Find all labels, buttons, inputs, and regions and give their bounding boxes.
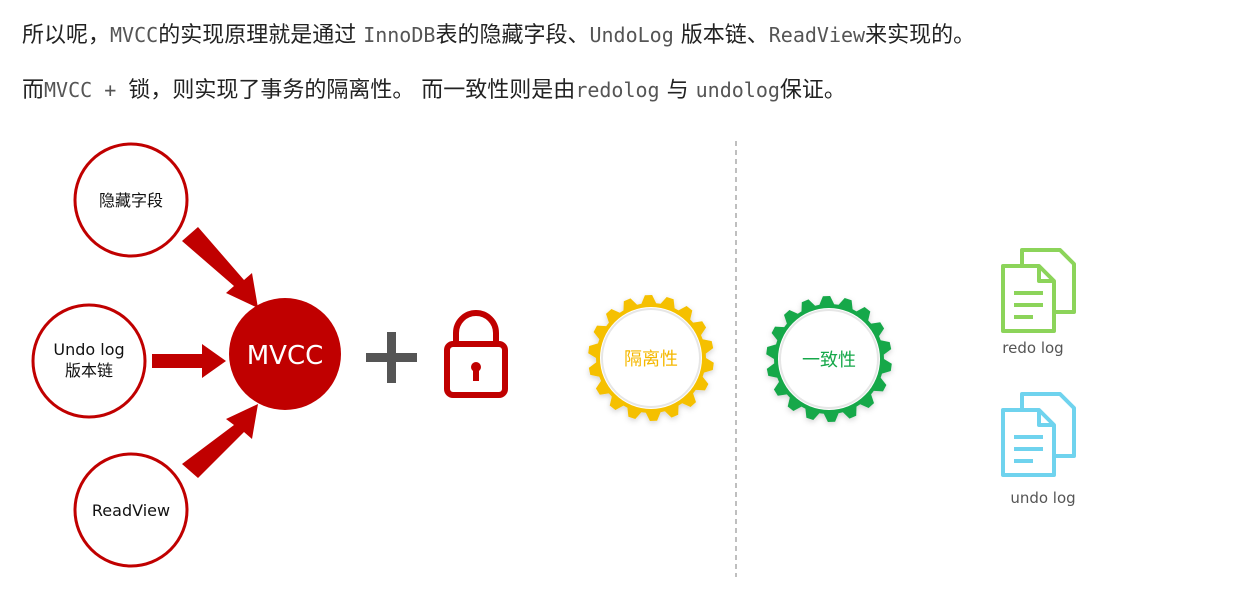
code-innodb: InnoDB: [363, 23, 436, 47]
redo-log-document-icon: [1001, 248, 1076, 333]
readview-label: ReadView: [92, 501, 170, 520]
gear-inner-ring: [601, 308, 701, 408]
plus-icon: [366, 332, 417, 383]
text: 保证。: [779, 78, 846, 103]
code-redolog: redolog: [575, 78, 660, 102]
code-undolog-2: undolog: [695, 78, 780, 102]
hidden-fields-label: 隐藏字段: [99, 191, 163, 210]
intro-line-2: 而MVCC + 锁，则实现了事务的隔离性。 而一致性则是由redolog 与 u…: [22, 75, 846, 106]
mvcc-node: MVCC: [229, 298, 341, 410]
isolation-label: 隔离性: [624, 349, 678, 370]
mvcc-label: MVCC: [247, 341, 324, 371]
text: 所以呢，: [22, 23, 111, 48]
code-readview: ReadView: [768, 23, 866, 47]
intro-line-1: 所以呢，MVCC的实现原理就是通过 InnoDB表的隐藏字段、UndoLog 版…: [22, 20, 975, 51]
redo-log-label: redo log: [1002, 339, 1063, 357]
undo-log-label-2: 版本链: [65, 361, 113, 380]
consistency-gear-face: [783, 313, 875, 405]
code-mvcc: MVCC: [110, 23, 159, 47]
undo-log-document-icon: [1001, 392, 1076, 477]
text: 而: [22, 78, 45, 103]
lock-icon: [444, 310, 508, 398]
text: 的实现原理就是通过: [158, 23, 364, 48]
text: 来实现的。: [865, 23, 976, 48]
text: 版本链、: [673, 23, 769, 48]
arrow-hidden-to-mvcc: [182, 227, 258, 308]
readview-node: ReadView: [73, 452, 189, 568]
undo-log-label: undo log: [1010, 489, 1075, 507]
code-mvcc-plus: MVCC +: [44, 78, 129, 102]
text: 锁，则实现了事务的隔离性。 而一致性则是由: [128, 78, 576, 103]
hidden-fields-node: 隐藏字段: [73, 142, 189, 258]
text: 表的隐藏字段、: [435, 23, 590, 48]
undo-log-label-1: Undo log: [53, 340, 124, 359]
arrow-readview-to-mvcc: [182, 404, 258, 478]
consistency-label: 一致性: [802, 350, 856, 371]
code-undolog: UndoLog: [589, 23, 674, 47]
gear-inner-ring: [779, 309, 879, 409]
isolation-gear-face: [605, 312, 697, 404]
text: 与: [659, 78, 696, 103]
undo-log-node: Undo log 版本链: [31, 303, 147, 419]
arrow-undo-to-mvcc: [152, 344, 226, 378]
